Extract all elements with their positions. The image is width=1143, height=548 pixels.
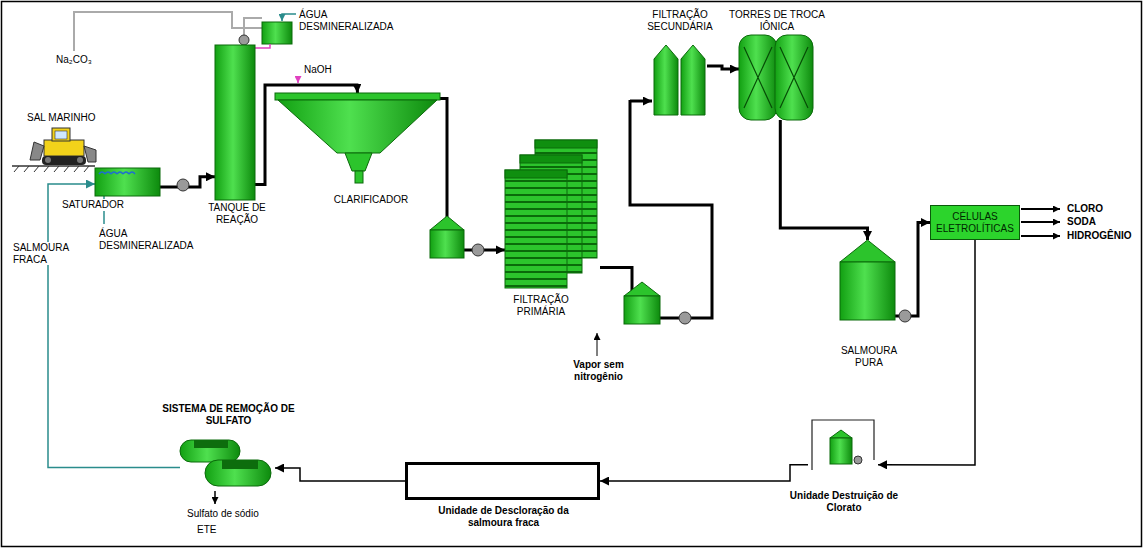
process-line xyxy=(707,66,739,69)
saturator: SATURADOR xyxy=(95,166,160,196)
bulldozer-icon xyxy=(30,128,96,165)
process-line xyxy=(600,100,712,318)
pura-shape xyxy=(840,240,895,320)
primary-filter: FILTRAÇÃO PRIMÁRIA xyxy=(505,140,600,290)
chemical-label: NaOH xyxy=(303,64,333,76)
destination-label: ETE xyxy=(196,524,217,536)
process-line xyxy=(895,223,930,317)
sulfate-shape xyxy=(180,440,275,490)
steam-arrow xyxy=(597,333,598,356)
material-label: SAL MARINHO xyxy=(26,112,97,124)
funnel-shape xyxy=(275,93,440,185)
equipment-label: SATURADOR xyxy=(56,199,130,211)
stream-label: SALMOURA FRACA xyxy=(12,242,82,265)
electrolytic-cells: CÉLULAS ELETROLÍTICAS xyxy=(930,205,1020,240)
chlorate-unit: Unidade Destruição de Clorato xyxy=(808,418,878,470)
clorato-shape xyxy=(808,418,878,470)
clarifier: CLARIFICADOR xyxy=(275,93,440,185)
naoh-line xyxy=(297,76,299,83)
product-label: HIDROGÊNIO xyxy=(1066,230,1132,242)
process-line xyxy=(275,468,405,481)
torres-shape xyxy=(739,35,814,120)
pure-brine-tank: SALMOURA PURA xyxy=(840,240,895,320)
product-arrow xyxy=(1021,209,1060,236)
equipment-label: Unidade Destruição de Clorato xyxy=(783,490,905,513)
equipment-label: Unidade de Descloração da salmoura fraca xyxy=(425,505,582,528)
filtprim-shape xyxy=(505,140,600,290)
chemical-label: Na₂CO₃ xyxy=(55,54,93,66)
product-label: CLORO xyxy=(1066,203,1104,215)
equipment-label: FILTRAÇÃO SECUNDÁRIA xyxy=(640,9,720,32)
water-label: ÁGUA DESMINERALIZADA xyxy=(298,9,395,32)
steam-label: Vapor sem nitrogênio xyxy=(560,359,637,382)
equipment-label: TANQUE DE REAÇÃO xyxy=(200,202,274,225)
process-line xyxy=(780,120,867,240)
ion-exchange-towers: TORRES DE TROCA IÔNICA xyxy=(739,35,814,120)
secondary-filter: FILTRAÇÃO SECUNDÁRIA xyxy=(652,45,707,115)
byproduct-label: Sulfato de sódio xyxy=(186,508,260,520)
water-label: ÁGUA DESMINERALIZADA xyxy=(98,228,200,251)
equipment-label: FILTRAÇÃO PRIMÁRIA xyxy=(500,294,582,317)
equipment-label: SALMOURA PURA xyxy=(834,345,904,368)
product-label: SODA xyxy=(1066,216,1097,228)
dechlorination-unit: Unidade de Descloração da salmoura fraca xyxy=(405,462,600,500)
dosing-tank xyxy=(262,22,292,44)
desclor-shape xyxy=(405,462,600,500)
basin-shape xyxy=(95,166,160,196)
tall-shape xyxy=(215,45,255,200)
intermediate-tank xyxy=(624,282,660,324)
pump-symbol xyxy=(177,35,911,324)
sulfate-removal: SISTEMA DE REMOÇÃO DE SULFATO xyxy=(180,440,275,490)
equipment-label: SISTEMA DE REMOÇÃO DE SULFATO xyxy=(155,403,302,426)
filtsec-shape xyxy=(652,45,707,115)
sulfate-outlet xyxy=(214,491,216,504)
ground-line xyxy=(12,166,95,172)
intermediate-tank xyxy=(430,216,464,258)
water-line xyxy=(282,14,296,21)
reaction-tank: TANQUE DE REAÇÃO xyxy=(215,45,255,200)
equipment-label: CLARIFICADOR xyxy=(320,194,422,206)
equipment-label: TORRES DE TROCA IÔNICA xyxy=(726,9,828,32)
node-text: CÉLULAS ELETROLÍTICAS xyxy=(930,205,1020,240)
process-line xyxy=(600,465,808,481)
